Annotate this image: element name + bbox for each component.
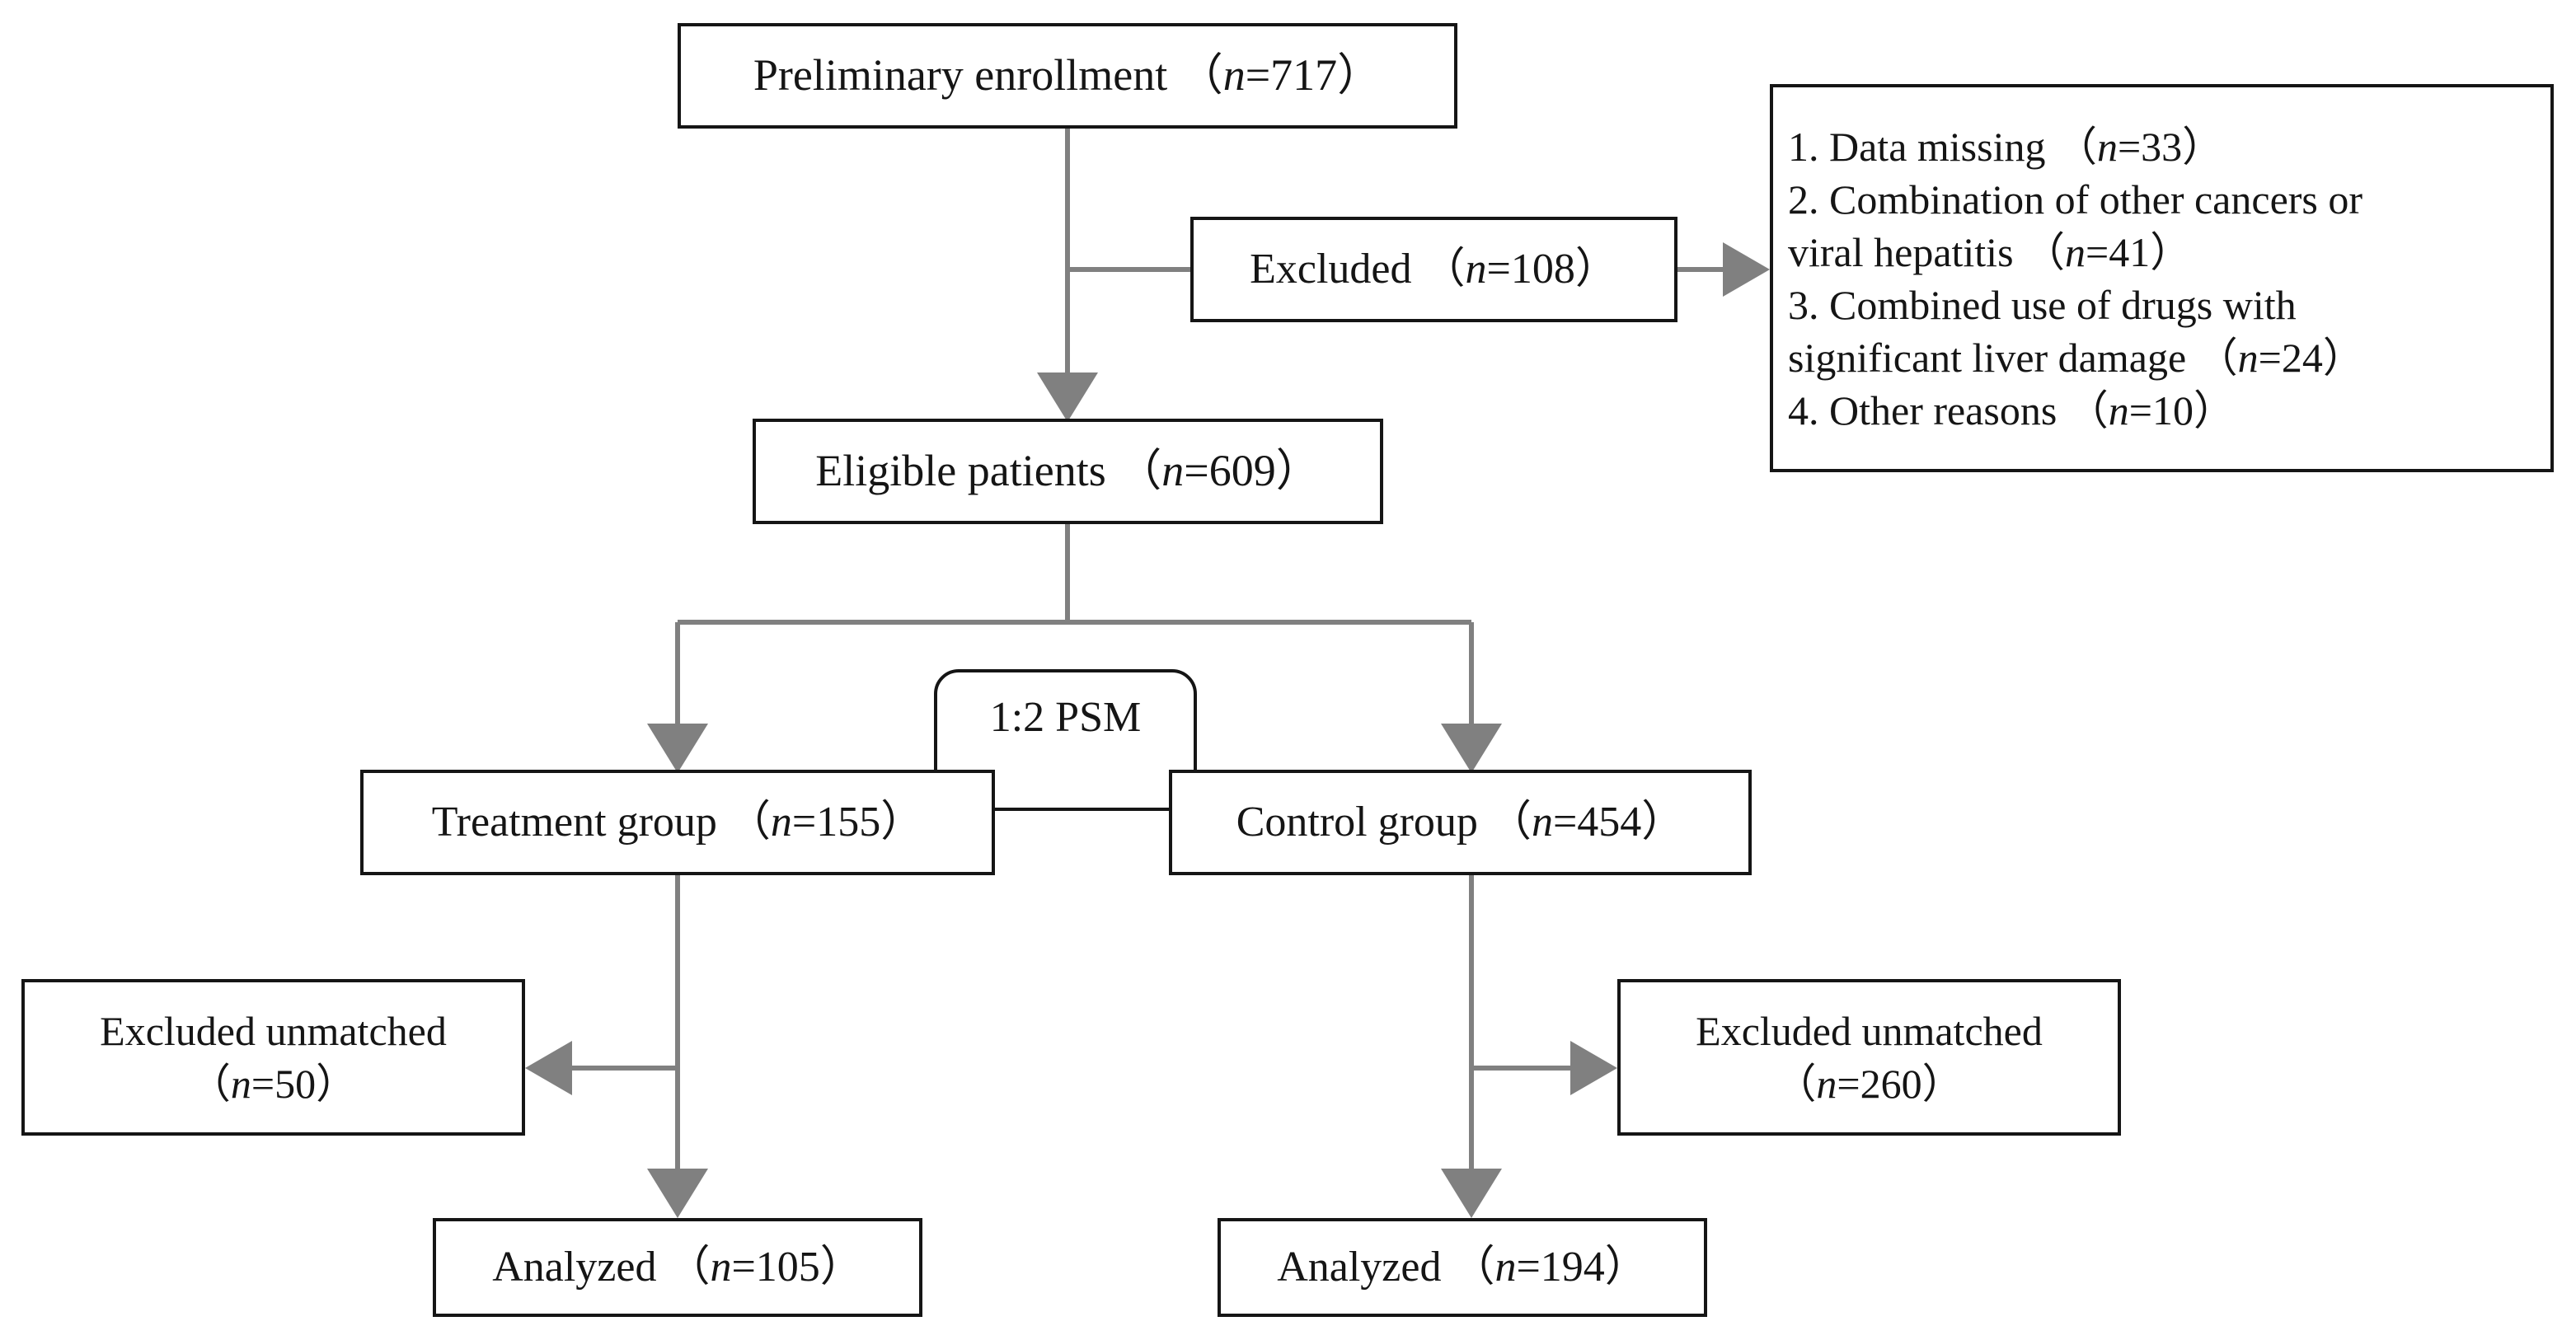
node-eligible-patients-label: Eligible patients （n=609） <box>815 446 1321 496</box>
node-control-group-label: Control group （n=454） <box>1236 798 1685 846</box>
arrowhead-reasons <box>1723 242 1770 297</box>
node-excluded[interactable]: Excluded （n=108） <box>1190 217 1677 322</box>
node-control-group[interactable]: Control group （n=454） <box>1169 770 1752 875</box>
node-exclusion-reasons-label: 1. Data missing （n=33）2. Combination of … <box>1788 123 2364 433</box>
arrowhead-excluded-unmatched-right <box>1570 1041 1617 1095</box>
arrowhead-control <box>1441 724 1502 773</box>
arrowhead-eligible <box>1037 372 1098 422</box>
node-excluded-label: Excluded （n=108） <box>1250 245 1618 293</box>
arrowhead-excluded-unmatched-left <box>525 1041 572 1095</box>
arrowhead-analyzed-right <box>1441 1169 1502 1218</box>
arrowhead-treatment <box>647 724 708 773</box>
node-psm[interactable]: 1:2 PSM <box>934 669 1197 811</box>
node-analyzed-treatment-label: Analyzed （n=105） <box>492 1243 863 1291</box>
node-excluded-unmatched-control[interactable]: Excluded unmatched（n=260） <box>1617 979 2121 1136</box>
node-eligible-patients[interactable]: Eligible patients （n=609） <box>753 419 1383 524</box>
node-analyzed-treatment[interactable]: Analyzed （n=105） <box>433 1218 922 1317</box>
node-preliminary-enrollment-label: Preliminary enrollment （n=717） <box>753 50 1382 101</box>
node-treatment-group-label: Treatment group （n=155） <box>431 798 924 846</box>
node-excluded-unmatched-control-label: Excluded unmatched（n=260） <box>1696 1008 2043 1107</box>
node-psm-label: 1:2 PSM <box>989 694 1142 741</box>
node-analyzed-control[interactable]: Analyzed （n=194） <box>1218 1218 1707 1317</box>
node-excluded-unmatched-treatment-label: Excluded unmatched（n=50） <box>100 1008 447 1107</box>
node-excluded-unmatched-treatment[interactable]: Excluded unmatched（n=50） <box>21 979 525 1136</box>
node-treatment-group[interactable]: Treatment group （n=155） <box>360 770 995 875</box>
node-preliminary-enrollment[interactable]: Preliminary enrollment （n=717） <box>678 23 1457 129</box>
node-exclusion-reasons[interactable]: 1. Data missing （n=33）2. Combination of … <box>1770 84 2554 472</box>
arrowhead-analyzed-left <box>647 1169 708 1218</box>
node-analyzed-control-label: Analyzed （n=194） <box>1277 1243 1648 1291</box>
